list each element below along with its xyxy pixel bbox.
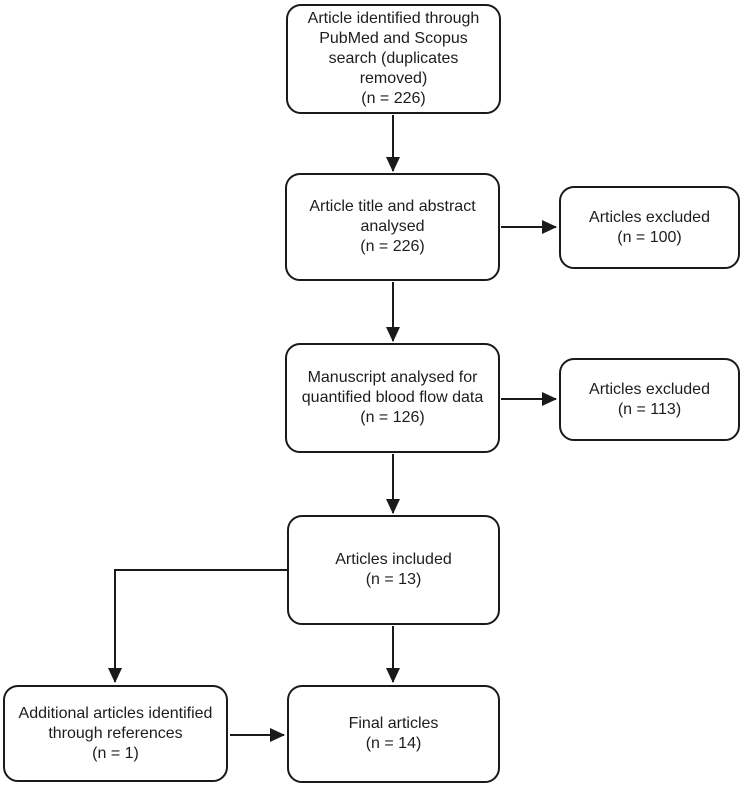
node-final-articles: Final articles (n = 14) [287, 685, 500, 783]
node-articles-identified-label: Article identified through PubMed and Sc… [307, 10, 480, 107]
node-title-abstract-analysed-label: Article title and abstract analysed (n =… [309, 198, 476, 255]
node-articles-included-label: Articles included (n = 13) [335, 551, 452, 588]
node-additional-articles-label: Additional articles identified through r… [18, 704, 213, 762]
node-articles-included: Articles included (n = 13) [287, 515, 500, 625]
node-articles-excluded-113: Articles excluded (n = 113) [559, 358, 740, 441]
node-articles-excluded-100: Articles excluded (n = 100) [559, 186, 740, 269]
node-manuscript-analysed: Manuscript analysed for quantified blood… [285, 343, 500, 453]
node-articles-excluded-113-label: Articles excluded (n = 113) [589, 380, 710, 418]
node-final-articles-label: Final articles (n = 14) [348, 715, 439, 752]
node-manuscript-analysed-label: Manuscript analysed for quantified blood… [301, 369, 484, 426]
arrow-included-to-additional [108, 569, 287, 683]
node-articles-excluded-100-label: Articles excluded (n = 100) [589, 208, 710, 246]
node-articles-identified: Article identified through PubMed and Sc… [286, 4, 501, 114]
node-additional-articles: Additional articles identified through r… [3, 685, 228, 782]
node-title-abstract-analysed: Article title and abstract analysed (n =… [285, 173, 500, 281]
